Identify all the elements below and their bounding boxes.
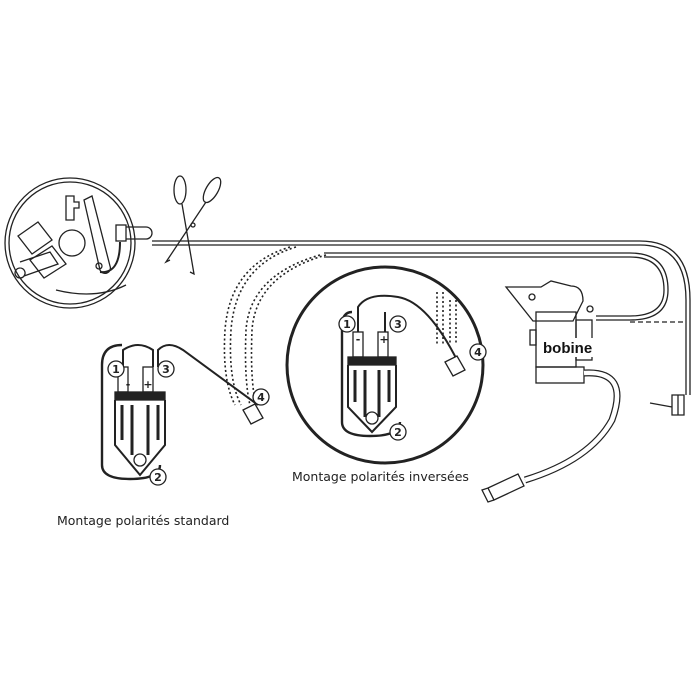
inverse-labels: 1 3 4 2 - + (338, 315, 487, 441)
kill-wire (152, 240, 691, 395)
ignition-coil (481, 280, 685, 503)
label-2: 2 (394, 426, 402, 439)
plus-sign: + (379, 333, 388, 346)
ignition-plate (4, 177, 153, 309)
label-1: 1 (343, 318, 351, 331)
coil-label: bobine (543, 340, 592, 357)
standard-labels: 1 3 4 2 - + (107, 360, 270, 486)
inverse-detail (285, 265, 485, 465)
caption-inverse: Montage polarités inversées (292, 469, 469, 484)
label-1: 1 (112, 363, 120, 376)
label-4: 4 (257, 391, 265, 404)
scissors-icon (164, 175, 222, 276)
plus-sign: + (143, 378, 152, 391)
inverse-module (340, 294, 466, 438)
caption-standard: Montage polarités standard (57, 513, 229, 528)
label-2: 2 (154, 471, 162, 484)
standard-module (100, 343, 264, 481)
label-3: 3 (394, 318, 402, 331)
label-3: 3 (162, 363, 170, 376)
label-4: 4 (474, 346, 482, 359)
minus-sign: - (356, 333, 361, 346)
minus-sign: - (126, 378, 131, 391)
dotted-wires (223, 246, 457, 406)
